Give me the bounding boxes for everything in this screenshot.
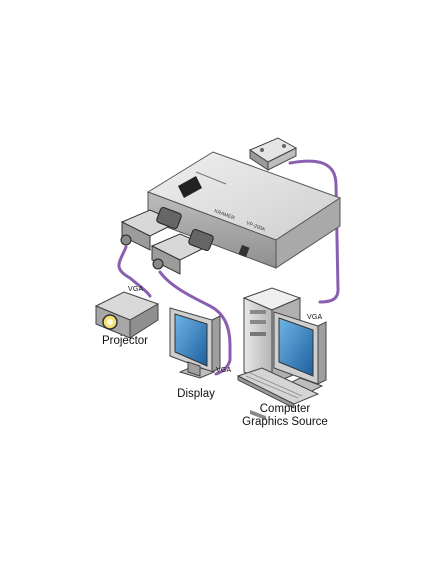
cable-projector (117, 245, 152, 298)
source-label-line2: Graphics Source (242, 415, 328, 428)
projector-device (94, 291, 160, 339)
keyboard (236, 367, 320, 409)
display-label: Display (177, 388, 215, 400)
computer-monitor (273, 311, 327, 393)
vga-label-display: VGA (216, 367, 232, 374)
vga-label-projector: VGA (128, 286, 144, 293)
power-jack (238, 244, 250, 258)
vga-connector-output-2 (150, 228, 214, 275)
kramer-logo (178, 176, 202, 198)
vga-connector-output-1 (120, 206, 182, 251)
cable-source-input (288, 159, 340, 304)
vga-cables (117, 159, 340, 376)
projector-label: Projector (101, 335, 149, 347)
source-label: Computer Graphics Source (242, 403, 328, 428)
vga-connector-input (248, 137, 298, 171)
distribution-amplifier: KRAMER VP-200K (146, 151, 342, 269)
display-monitor (169, 307, 221, 379)
device-side-face (275, 197, 341, 269)
source-label-line1: Computer (259, 403, 311, 415)
vga-label-source: VGA (307, 314, 323, 321)
cable-display (158, 270, 232, 376)
